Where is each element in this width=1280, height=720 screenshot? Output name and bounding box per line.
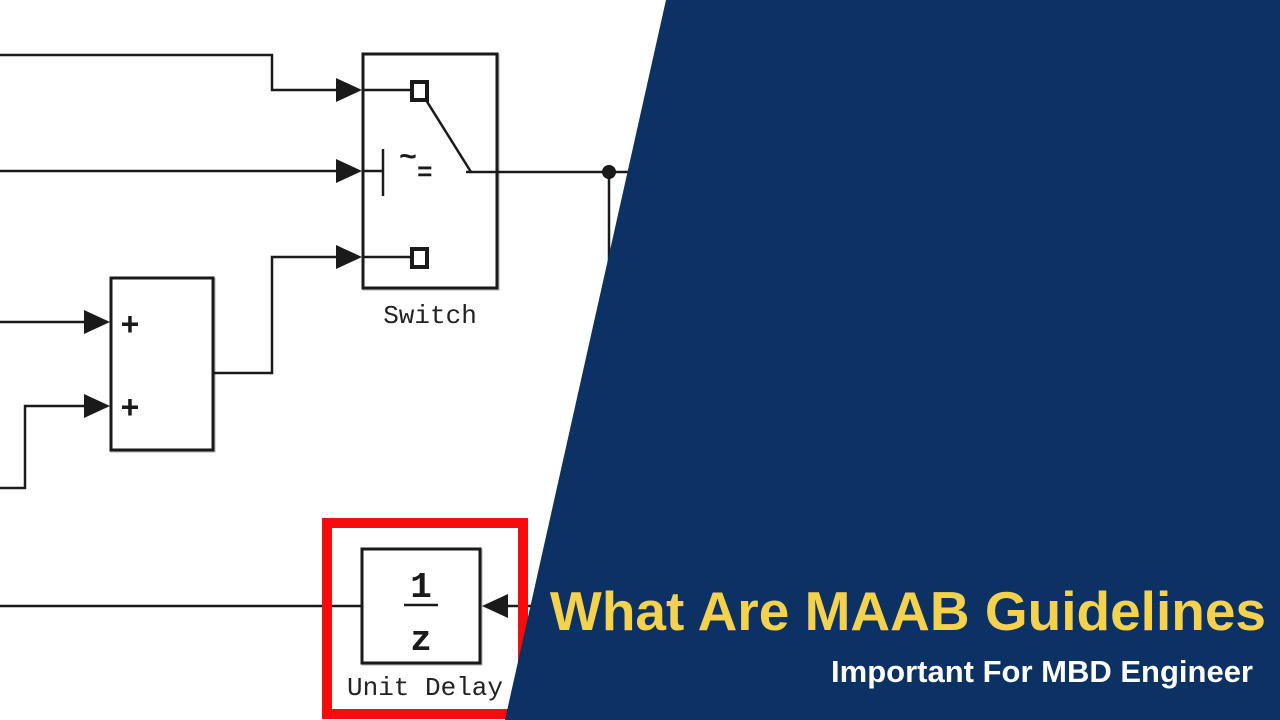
thumbnail-subtitle: Important For MBD Engineer — [831, 654, 1253, 689]
thumbnail-title: What Are MAAB Guidelines — [549, 580, 1266, 642]
switch-criteria-tilde: ~ — [399, 142, 417, 176]
signal-line-switch-in1 — [0, 53, 336, 92]
switch-block-label: Switch — [383, 301, 477, 331]
unit-delay-denominator: z — [410, 620, 432, 661]
arrowhead-sum-in1 — [84, 310, 110, 334]
signal-line-sum-in2 — [0, 404, 84, 490]
switch-criteria-equals: = — [417, 158, 433, 188]
unit-delay-numerator: 1 — [410, 567, 432, 608]
arrowhead-switch-in3 — [336, 245, 362, 269]
unit-delay-block-label: Unit Delay — [346, 673, 504, 703]
arrowhead-sum-in2 — [84, 394, 110, 418]
headline-group: What Are MAAB Guidelines Important For M… — [549, 580, 1266, 689]
signal-line-sum-to-switch — [214, 255, 336, 375]
arrowhead-switch-in2 — [336, 159, 362, 183]
switch-port1-contact — [410, 80, 429, 102]
sum-block — [109, 276, 215, 452]
sum-plus-bottom-sign: + — [120, 391, 139, 428]
switch-port3-contact — [410, 247, 429, 269]
sum-plus-top-sign: + — [120, 308, 139, 345]
highlight-rectangle — [322, 518, 528, 719]
arrowhead-unit-delay-in — [482, 594, 508, 618]
switch-arm — [424, 99, 473, 173]
arrowhead-switch-in1 — [336, 78, 362, 102]
